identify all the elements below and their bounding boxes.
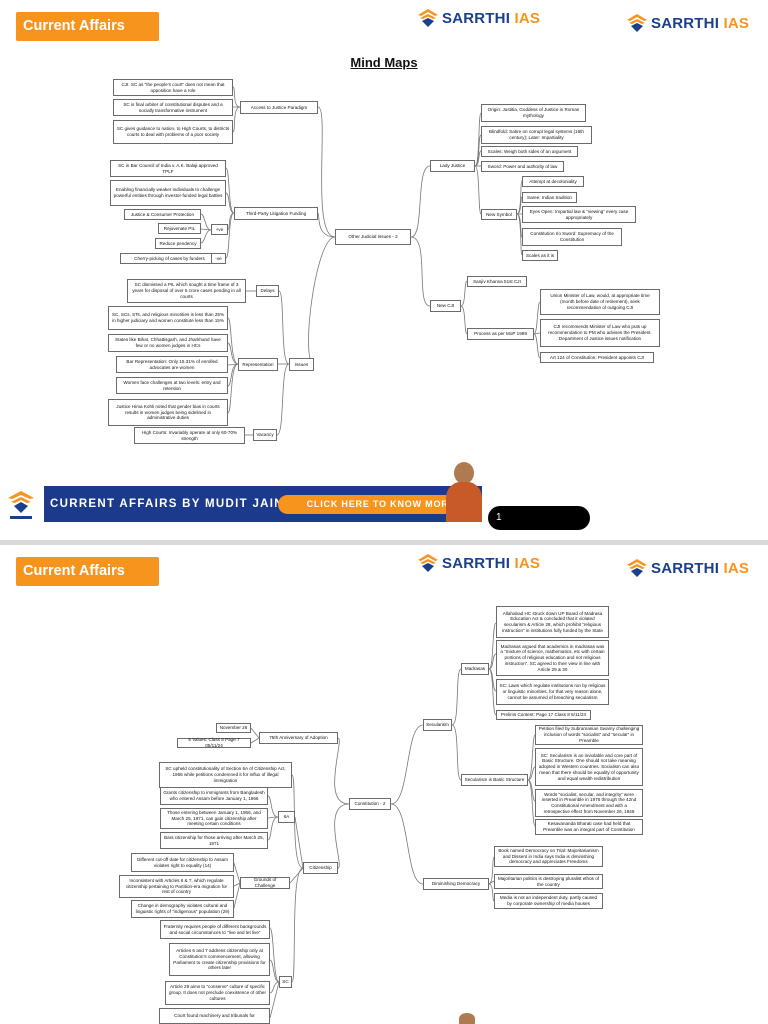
- node-tplf-positive: +ve: [211, 224, 228, 235]
- node-lady-item: Origin: Justitia, Goddess of Justice in …: [481, 104, 586, 122]
- node-mop-item: Art 124 of Constitution: President appoi…: [540, 352, 654, 363]
- node-citizenship: Citizenship: [303, 862, 338, 874]
- node-section-6a: 6A: [278, 811, 295, 823]
- node-anniv-item: 5 Values: Class 8 Page 7 05/11/24: [177, 738, 251, 748]
- node-demo-item: Media is not an independent duty, partly…: [494, 893, 603, 909]
- mindmap-center-node: Other Judicial Issues - 2: [335, 229, 411, 245]
- node-goc-item: Change in demography violates cultural a…: [131, 900, 234, 918]
- node-tplf-item: Justice & Consumer Protection: [124, 209, 201, 220]
- node-tplf-item: Reduce pendency: [155, 238, 201, 249]
- node-demo-item: Majoritarian politics is destroying plur…: [494, 874, 603, 889]
- node-lady-item: Scales: Weigh both sides of an argument: [481, 146, 578, 157]
- node-6a-item: Bars citizenship for those arriving afte…: [160, 832, 268, 849]
- node-sc-item: Articles 6 and 7 address citizenship onl…: [169, 943, 270, 976]
- node-sc: SC: [279, 976, 292, 988]
- node-tplf-item: Cherry-picking of cases by funders: [120, 253, 219, 264]
- node-symbol-item: Attempt at decoloniality: [522, 176, 584, 187]
- node-madrasa-item: Prelims Content: Page 17 Class 8 5/11/24: [496, 710, 591, 720]
- presenter-photo-partial: [459, 1013, 475, 1024]
- node-citizen-top: SC upheld constitutionality of Section 6…: [159, 762, 292, 788]
- node-lady-justice: Lady Justice: [430, 160, 475, 172]
- node-delay-item: SC dismissed a PIL which sought a time f…: [127, 279, 246, 303]
- node-cji-item: Sanjiv Khanna 51st CJI: [467, 276, 527, 287]
- node-mop-item: Union Minister of Law, would, at appropr…: [540, 289, 660, 315]
- node-madrasas: Madrasas: [461, 663, 489, 675]
- node-vacancy: Vacancy: [253, 429, 277, 441]
- page-number: 1: [488, 506, 590, 530]
- node-access-item: SC is final arbiter of constitutional di…: [113, 99, 233, 116]
- node-symbol-item: Constitution I/o Sword: Supremacy of the…: [522, 228, 622, 246]
- node-tplf-item: Enabling financially weaker individuals …: [110, 180, 226, 206]
- node-third-party-funding: Third-Party Litigation Funding: [234, 207, 318, 220]
- node-basic-item: SC: Secularism is an inviolable and core…: [535, 748, 643, 786]
- node-rep-item: States like Bihar, Chhattisgarh, and Jha…: [108, 334, 228, 352]
- mudit-jain-banner[interactable]: CURRENT AFFAIRS BY MUDIT JAIN CLICK HERE…: [44, 486, 482, 522]
- node-sc-item: Court found machinery and tribunals for: [159, 1008, 270, 1024]
- node-access-to-justice: Access to Justice Paradigm: [240, 101, 318, 114]
- node-6a-item: Those entering between January 1, 1966, …: [160, 808, 268, 829]
- node-goc-item: Inconsistent with Articles 6 & 7, which …: [119, 875, 234, 898]
- node-6a-item: Grants citizenship to immigrants from Ba…: [160, 787, 268, 805]
- node-access-item: SC gives guidance to nation, to High Cou…: [113, 120, 233, 144]
- node-rep-item: Women face challenges at two levels: ent…: [116, 377, 228, 394]
- node-symbol-item: Eyes Open: Impartial law & “viewing” eve…: [522, 206, 636, 223]
- page-1: Current Affairs SARRTHI IAS SARRTHI IAS …: [0, 0, 768, 540]
- node-symbol-item: Scales as it is: [522, 250, 558, 261]
- node-diminishing-democracy: Diminishing Democracy: [423, 878, 489, 890]
- node-madrasa-item: Madrasas argued that academics in madras…: [496, 640, 609, 676]
- node-tplf-negative: -ve: [211, 253, 226, 264]
- node-basic-item: Words “socialist, secular, and integrity…: [535, 789, 643, 817]
- node-issues: Issues: [289, 358, 314, 371]
- node-tplf-item: SC in Bar Council of India v. A.K. Balaj…: [110, 160, 226, 177]
- node-madrasa-item: Allahabad HC struck down UP Board of Mad…: [496, 606, 609, 638]
- node-tplf-item: Rejuvenate PIL: [158, 223, 201, 234]
- node-grounds-of-challenge: Grounds of Challenge: [240, 877, 290, 889]
- node-vacancy-item: High Courts: Invariably operate at only …: [134, 427, 245, 444]
- node-rep-item: SC, SCs, STs, and religious minorities i…: [108, 306, 228, 330]
- node-mop-item: CJI recommends Minister of Law who puts …: [540, 319, 660, 347]
- node-delays: Delays: [256, 285, 279, 297]
- node-lady-item: Blindfold: Satire on corrupt legal syste…: [481, 126, 592, 144]
- node-symbol-item: Saree: Indian tradition: [522, 192, 577, 203]
- node-75th-anniversary: 75th Anniversary of Adoption: [259, 732, 338, 744]
- node-goc-item: Different cut-off date for citizenship t…: [131, 853, 234, 872]
- node-mop: Process as per MoP 1999: [467, 328, 534, 340]
- node-access-item: CJI: SC as “the people’s court” does not…: [113, 79, 233, 96]
- node-basic-structure: Secularism is Basic Structure: [461, 774, 528, 786]
- node-demo-item: Book named Democracy on Trial: Majoritar…: [494, 846, 603, 867]
- node-rep-item: Bar Representation: Only 15.31% of enrol…: [116, 356, 228, 373]
- node-new-cji: New CJI: [430, 300, 461, 312]
- node-rep-item: Justice Hima Kohli noted that gender bia…: [108, 399, 228, 426]
- sarrthi-small-logo-icon: [6, 488, 36, 522]
- node-sc-item: Fraternity requires people of different …: [160, 920, 270, 939]
- mindmap-center-node: Constitution - 2: [349, 798, 391, 810]
- presenter-photo: [444, 462, 484, 522]
- node-new-symbol: New Symbol: [481, 209, 517, 220]
- node-representation: Representation: [238, 358, 278, 371]
- node-secularism: Secularism: [423, 719, 452, 731]
- node-anniv-item: November 26: [216, 723, 251, 733]
- page-2: Current Affairs SARRTHI IAS SARRTHI IAS: [0, 545, 768, 1024]
- node-basic-item: Petition filed by Subramanian Swamy chal…: [535, 725, 643, 745]
- banner-text: CURRENT AFFAIRS BY MUDIT JAIN: [50, 498, 284, 510]
- node-basic-item: Kesavananda Bharati case had held that P…: [535, 819, 643, 835]
- node-madrasa-item: SC: Laws which regulate institutions run…: [496, 679, 609, 705]
- node-lady-item: Sword: Power and authority of law: [481, 161, 564, 172]
- mindmap-connectors-2: [0, 545, 768, 1024]
- node-sc-item: Article 29 aims to “conserve” culture of…: [165, 981, 270, 1005]
